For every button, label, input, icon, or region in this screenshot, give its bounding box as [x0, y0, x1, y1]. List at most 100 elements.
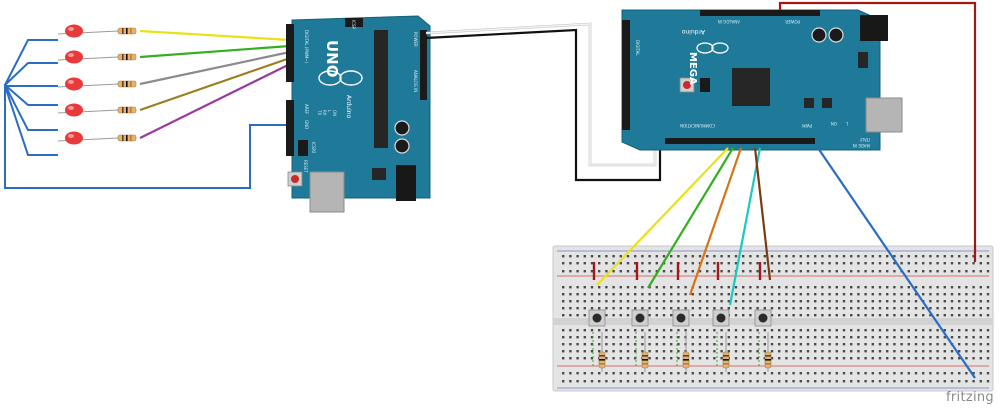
breadboard-hole — [605, 329, 608, 332]
breadboard-hole — [965, 336, 968, 339]
breadboard-hole — [576, 372, 579, 375]
breadboard-hole — [706, 343, 709, 346]
mega-dc-jack — [860, 15, 888, 41]
breadboard-hole — [626, 329, 630, 332]
breadboard-hole — [799, 286, 802, 289]
breadboard-hole — [590, 307, 594, 310]
breadboard-hole — [569, 300, 572, 303]
led-highlight — [68, 80, 74, 84]
breadboard-hole — [670, 329, 673, 332]
breadboard-hole — [914, 343, 918, 346]
breadboard-hole — [684, 380, 687, 383]
breadboard-hole — [778, 307, 781, 310]
mega-digital-label: DIGITAL — [635, 40, 640, 56]
breadboard-hole — [986, 300, 990, 303]
breadboard-hole — [950, 329, 954, 332]
breadboard-hole — [857, 350, 860, 353]
breadboard-hole — [871, 286, 874, 289]
breadboard-hole — [785, 343, 788, 346]
breadboard-hole — [922, 372, 925, 375]
breadboard-hole — [648, 314, 651, 317]
breadboard-hole — [749, 286, 752, 289]
breadboard-hole — [720, 270, 723, 273]
breadboard-hole — [749, 307, 752, 310]
breadboard-hole — [655, 350, 658, 353]
breadboard-hole — [562, 255, 565, 258]
breadboard-hole — [698, 286, 702, 289]
breadboard-hole — [670, 270, 673, 273]
breadboard-hole — [943, 270, 946, 273]
resistor-band — [765, 363, 771, 365]
breadboard-hole — [648, 380, 651, 383]
uno-name-label: UNO — [323, 40, 341, 78]
breadboard-hole — [922, 307, 925, 310]
breadboard-hole — [979, 300, 982, 303]
breadboard-hole — [842, 255, 846, 258]
breadboard-hole — [979, 255, 982, 258]
resistor-band — [122, 135, 124, 141]
resistor-band — [130, 28, 132, 34]
breadboard-hole — [619, 300, 622, 303]
breadboard-hole — [929, 372, 932, 375]
breadboard-hole — [706, 372, 709, 375]
breadboard-hole — [590, 293, 594, 296]
breadboard-hole — [857, 300, 860, 303]
breadboard-hole — [821, 307, 824, 310]
breadboard-hole — [655, 270, 658, 273]
breadboard-hole — [612, 357, 615, 360]
breadboard-hole — [986, 329, 990, 332]
breadboard-hole — [828, 286, 831, 289]
breadboard-hole — [857, 255, 860, 258]
breadboard-hole — [670, 262, 673, 265]
breadboard-hole — [835, 380, 838, 383]
breadboard-hole — [648, 307, 651, 310]
breadboard-hole — [950, 255, 954, 258]
breadboard-hole — [655, 307, 658, 310]
breadboard-hole — [893, 350, 896, 353]
breadboard-hole — [742, 255, 745, 258]
breadboard-hole — [850, 307, 853, 310]
resistor-band — [642, 359, 648, 361]
wire-cyan-button — [728, 147, 762, 306]
breadboard-hole — [612, 255, 615, 258]
breadboard-hole — [929, 262, 932, 265]
breadboard-hole — [655, 300, 658, 303]
breadboard-hole — [814, 262, 817, 265]
breadboard-hole — [619, 336, 622, 339]
breadboard-hole — [893, 336, 896, 339]
breadboard-hole — [626, 357, 630, 360]
breadboard-hole — [706, 307, 709, 310]
breadboard-hole — [943, 286, 946, 289]
breadboard-hole — [612, 300, 615, 303]
mega-name-label: MEGA — [687, 52, 698, 85]
breadboard-hole — [763, 270, 766, 273]
breadboard-hole — [886, 262, 889, 265]
breadboard-hole — [641, 372, 644, 375]
breadboard-hole — [691, 255, 694, 258]
breadboard-hole — [936, 380, 939, 383]
wire-purple-uno — [139, 63, 291, 139]
breadboard-hole — [785, 255, 788, 258]
breadboard-hole — [958, 307, 961, 310]
breadboard-hole — [814, 307, 817, 310]
breadboard-hole — [691, 336, 694, 339]
breadboard-hole — [878, 300, 882, 303]
breadboard-hole — [691, 329, 694, 332]
breadboard-hole — [734, 343, 738, 346]
breadboard-hole — [634, 255, 637, 258]
breadboard-hole — [958, 350, 961, 353]
breadboard-hole — [641, 286, 644, 289]
breadboard-hole — [763, 372, 766, 375]
breadboard-hole — [583, 307, 586, 310]
breadboard-hole — [713, 286, 716, 289]
led-icon — [65, 24, 83, 38]
uno-on-label: ON — [332, 110, 337, 116]
breadboard-hole — [814, 336, 817, 339]
breadboard-hole — [713, 357, 716, 360]
pushbutton-cap — [676, 313, 686, 323]
breadboard-hole — [900, 380, 903, 383]
breadboard-hole — [878, 255, 882, 258]
breadboard-hole — [706, 262, 709, 265]
breadboard-hole — [756, 372, 759, 375]
breadboard-hole — [857, 270, 860, 273]
